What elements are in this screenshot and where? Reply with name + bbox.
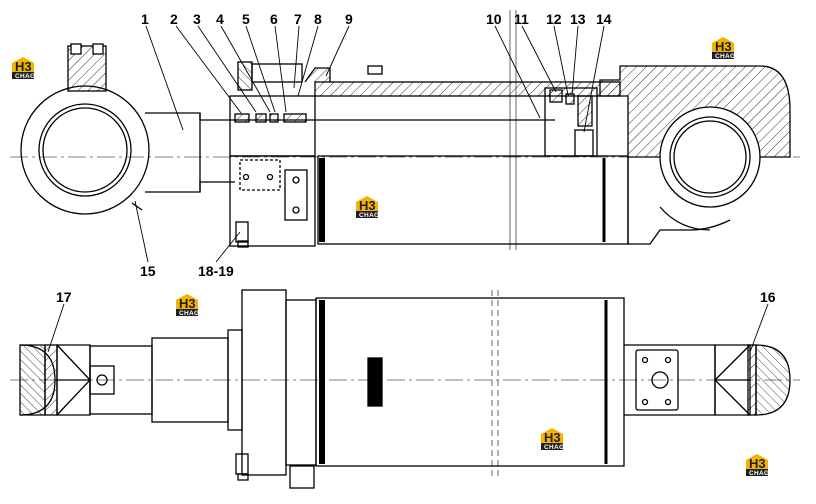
rod-eye-outer [20, 85, 150, 215]
svg-text:CHAG: CHAG [179, 310, 199, 317]
callout-16: 16 [760, 289, 776, 305]
callout-7: 7 [294, 11, 302, 27]
base-eye-bore [669, 116, 751, 198]
callout-8: 8 [314, 11, 322, 27]
watermark-logo: CHAG [356, 196, 379, 219]
watermark-logo: CHAG [176, 294, 199, 317]
svg-text:CHAG: CHAG [544, 444, 564, 451]
callout-14: 14 [596, 11, 612, 27]
watermark-logo: CHAG [541, 428, 564, 451]
left-eye-bushing [44, 344, 58, 416]
callout-labels: 1 2 3 4 5 6 7 8 9 10 11 12 13 14 15 18-1… [56, 11, 776, 305]
bottom-outside-view [10, 289, 800, 489]
svg-text:CHAG: CHAG [749, 470, 769, 477]
watermark-logo: CHAG [746, 454, 769, 477]
svg-text:CHAG: CHAG [715, 53, 735, 60]
callout-11: 11 [514, 11, 529, 27]
callout-18-19: 18-19 [198, 263, 234, 279]
name-plate [367, 357, 383, 407]
right-eye-bushing [747, 344, 757, 416]
watermark-logo: CHAG [12, 57, 35, 80]
watermark-logo: CHAG [712, 37, 735, 60]
leader-lines-top [134, 25, 605, 263]
callout-1: 1 [141, 11, 149, 27]
callout-2: 2 [170, 11, 178, 27]
svg-text:CHAG: CHAG [359, 212, 379, 219]
piston [544, 87, 598, 157]
callout-13: 13 [570, 11, 586, 27]
leader-lines-bottom [47, 303, 769, 353]
cylinder-tube-bottom [315, 297, 625, 467]
top-section-view [10, 10, 800, 250]
piston-rod-top [145, 112, 235, 121]
callout-10: 10 [486, 11, 502, 27]
callout-9: 9 [345, 11, 353, 27]
rod-eye-bore [38, 103, 132, 197]
callout-5: 5 [242, 11, 250, 27]
callout-12: 12 [546, 11, 562, 27]
callout-3: 3 [193, 11, 201, 27]
base-eye-outer [659, 106, 761, 208]
callout-17: 17 [56, 289, 72, 305]
gland-lower [229, 155, 316, 247]
svg-text:CHAG: CHAG [15, 73, 35, 80]
callout-6: 6 [270, 11, 278, 27]
callout-15: 15 [140, 263, 156, 279]
watermark-logos: CHAG CHAG CHAG CHAG CHAG CHAG [12, 37, 769, 477]
callout-4: 4 [216, 11, 224, 27]
gland-bolt [251, 63, 303, 83]
gland-bottom [241, 289, 287, 476]
